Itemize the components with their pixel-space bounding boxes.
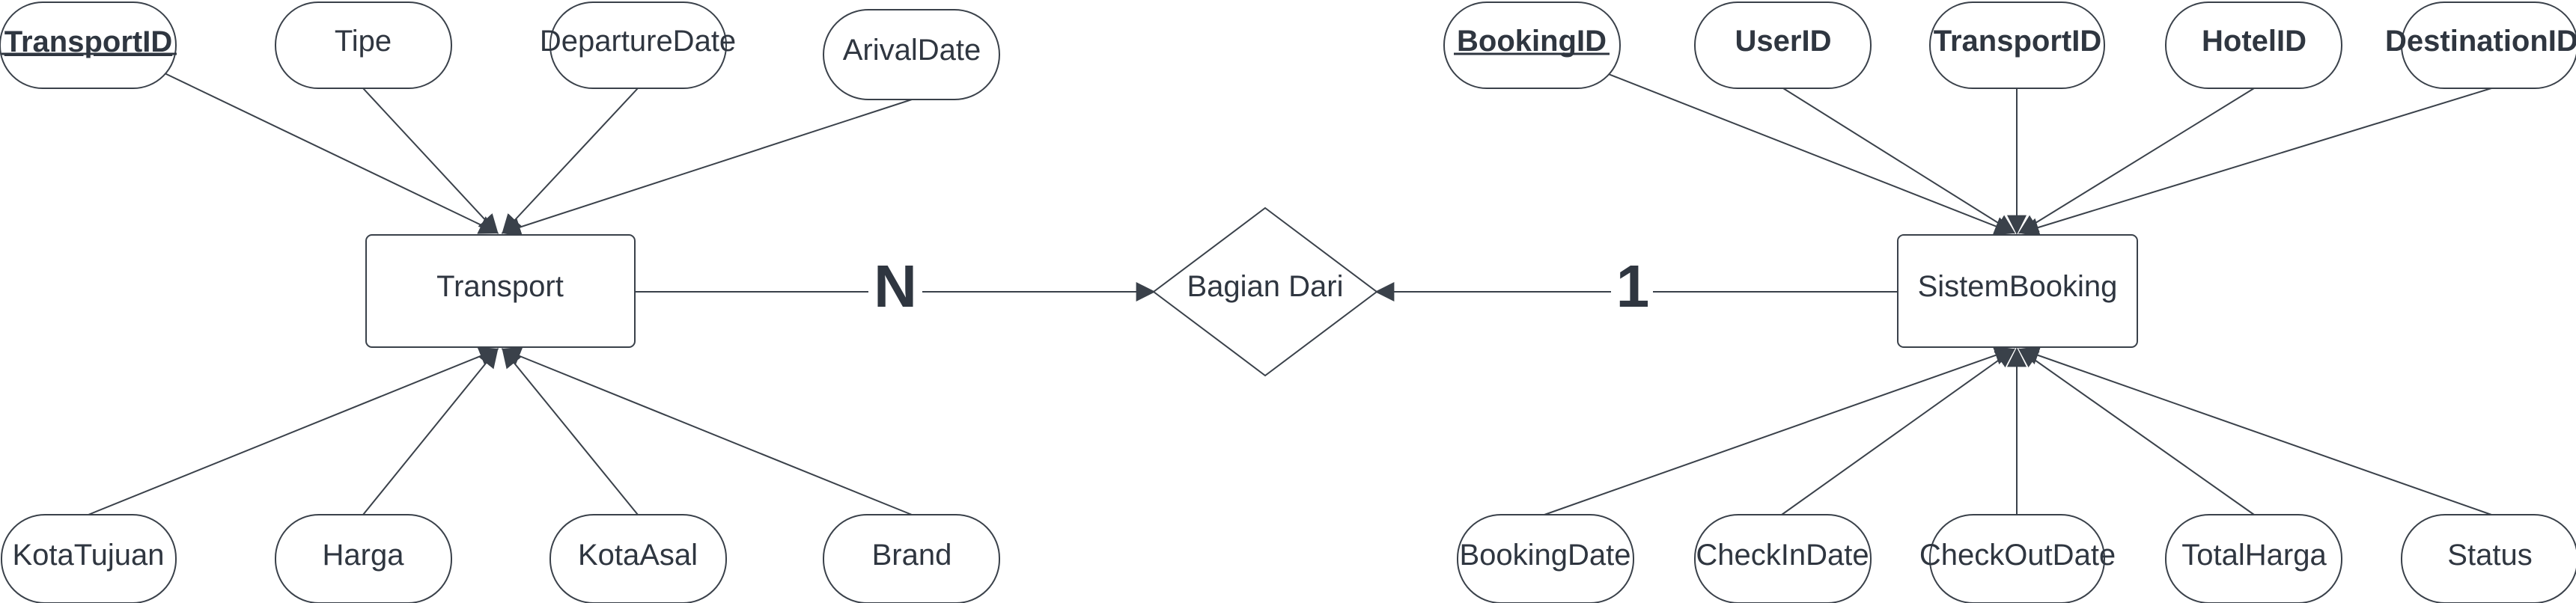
attribute-userid[interactable]: UserID bbox=[1694, 1, 1872, 89]
attribute-status[interactable]: Status bbox=[2401, 514, 2576, 603]
attribute-bookingdate[interactable]: BookingDate bbox=[1457, 514, 1634, 603]
entity-transport[interactable]: Transport bbox=[365, 234, 636, 348]
attribute-kotaasal[interactable]: KotaAsal bbox=[549, 514, 727, 603]
attribute-kotatujuan-label: KotaTujuan bbox=[12, 539, 164, 572]
attribute-userid-label: UserID bbox=[1735, 25, 1832, 58]
attribute-kotatujuan[interactable]: KotaTujuan bbox=[1, 514, 177, 603]
attribute-checkoutdate[interactable]: CheckOutDate bbox=[1919, 514, 2116, 603]
cardinality-n-background bbox=[868, 251, 922, 328]
edge-kotatujuan-to-transport bbox=[88, 346, 499, 515]
attribute-checkindate-label: CheckInDate bbox=[1696, 539, 1869, 572]
relationship-edges: N 1 bbox=[635, 251, 1898, 328]
attribute-totalharga-label: TotalHarga bbox=[2181, 539, 2327, 572]
transport-attribute-edges-bottom bbox=[88, 346, 913, 515]
attribute-totalharga[interactable]: TotalHarga bbox=[2165, 514, 2342, 603]
edge-brand-to-transport bbox=[501, 346, 913, 515]
attribute-transportid-fk-label: TransportID bbox=[1934, 25, 2101, 58]
attribute-bookingid-key[interactable]: BookingID bbox=[1443, 1, 1621, 89]
edge-harga-to-transport bbox=[362, 347, 499, 515]
attribute-checkindate[interactable]: CheckInDate bbox=[1694, 514, 1872, 603]
transport-attribute-edges bbox=[164, 73, 913, 237]
edge-bookingdate-to-sistembooking bbox=[1544, 346, 2015, 515]
edge-tipe-to-transport bbox=[362, 88, 499, 234]
attribute-transportid-key[interactable]: TransportID bbox=[0, 1, 177, 89]
edge-checkindate-to-sistembooking bbox=[1781, 348, 2016, 515]
edge-transportid-to-transport bbox=[164, 73, 499, 234]
entity-transport-label: Transport bbox=[436, 270, 564, 303]
booking-attribute-edges-bottom bbox=[1544, 346, 2492, 515]
edge-userid-to-sistembooking bbox=[1782, 88, 2016, 234]
attribute-tipe[interactable]: Tipe bbox=[275, 1, 452, 89]
cardinality-n-label: N bbox=[874, 253, 917, 319]
entity-sistembooking[interactable]: SistemBooking bbox=[1897, 234, 2138, 348]
attribute-departuredate[interactable]: DepartureDate bbox=[540, 1, 736, 89]
edge-kotaasal-to-transport bbox=[502, 347, 639, 515]
attribute-brand-label: Brand bbox=[872, 539, 952, 572]
edge-totalharga-to-sistembooking bbox=[2018, 348, 2255, 515]
attribute-brand[interactable]: Brand bbox=[823, 514, 1000, 603]
attribute-tipe-label: Tipe bbox=[335, 25, 392, 58]
attribute-departuredate-label: DepartureDate bbox=[540, 25, 736, 58]
relationship-label: Bagian Dari bbox=[1187, 270, 1343, 303]
edge-destinationid-to-sistembooking bbox=[2019, 88, 2492, 237]
edge-arivaldate-to-transport bbox=[501, 99, 913, 237]
edge-bookingid-to-sistembooking bbox=[1606, 73, 2015, 236]
cardinality-1-background bbox=[1611, 251, 1653, 328]
attribute-hotelid[interactable]: HotelID bbox=[2165, 1, 2342, 89]
booking-attribute-edges bbox=[1606, 73, 2492, 237]
entity-sistembooking-label: SistemBooking bbox=[1918, 270, 2118, 303]
attribute-kotaasal-label: KotaAsal bbox=[578, 539, 698, 572]
attribute-transportid-fk[interactable]: TransportID bbox=[1929, 1, 2105, 89]
attribute-checkoutdate-label: CheckOutDate bbox=[1919, 539, 2116, 572]
attribute-arivaldate-label: ArivalDate bbox=[843, 34, 981, 67]
edge-hotelid-to-sistembooking bbox=[2018, 88, 2255, 234]
attribute-destinationid[interactable]: DestinationID bbox=[2385, 1, 2576, 89]
attribute-destinationid-label: DestinationID bbox=[2385, 25, 2576, 58]
cardinality-1-label: 1 bbox=[1616, 253, 1650, 319]
attribute-arivaldate[interactable]: ArivalDate bbox=[823, 9, 1000, 100]
relationship-bagian-dari[interactable]: Bagian Dari bbox=[1152, 206, 1378, 377]
attribute-status-label: Status bbox=[2447, 539, 2532, 572]
edge-status-to-sistembooking bbox=[2019, 346, 2492, 515]
attribute-bookingid-label: BookingID bbox=[1457, 25, 1607, 58]
attribute-hotelid-label: HotelID bbox=[2202, 25, 2306, 58]
attribute-harga[interactable]: Harga bbox=[275, 514, 452, 603]
attribute-harga-label: Harga bbox=[323, 539, 405, 572]
attribute-bookingdate-label: BookingDate bbox=[1459, 539, 1630, 572]
edge-departuredate-to-transport bbox=[502, 88, 639, 234]
